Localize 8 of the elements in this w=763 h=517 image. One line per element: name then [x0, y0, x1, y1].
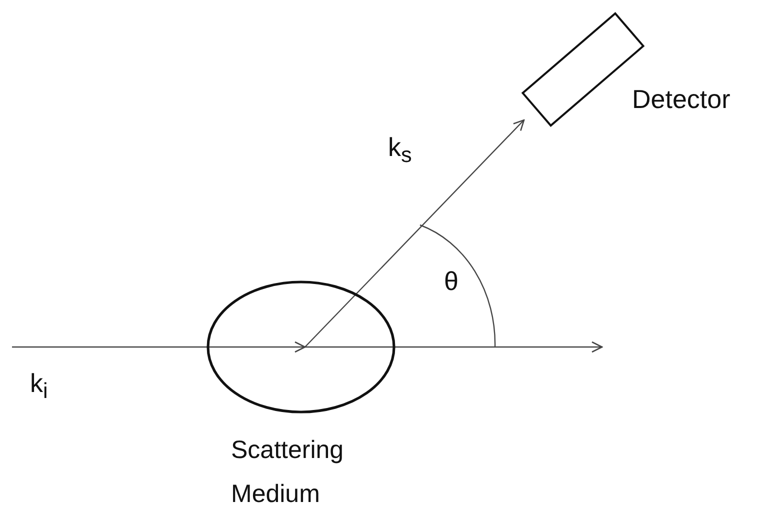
arrow — [12, 341, 306, 353]
angle-label: θ — [444, 266, 458, 297]
edge-label: k$_{i}$ — [30, 368, 48, 404]
arrow — [305, 341, 603, 353]
edge-label: k$_{s}$ — [388, 132, 412, 168]
detector-label: Detector — [632, 84, 730, 115]
medium-label: Scattering Medium — [231, 435, 345, 510]
arrow — [304, 119, 525, 348]
